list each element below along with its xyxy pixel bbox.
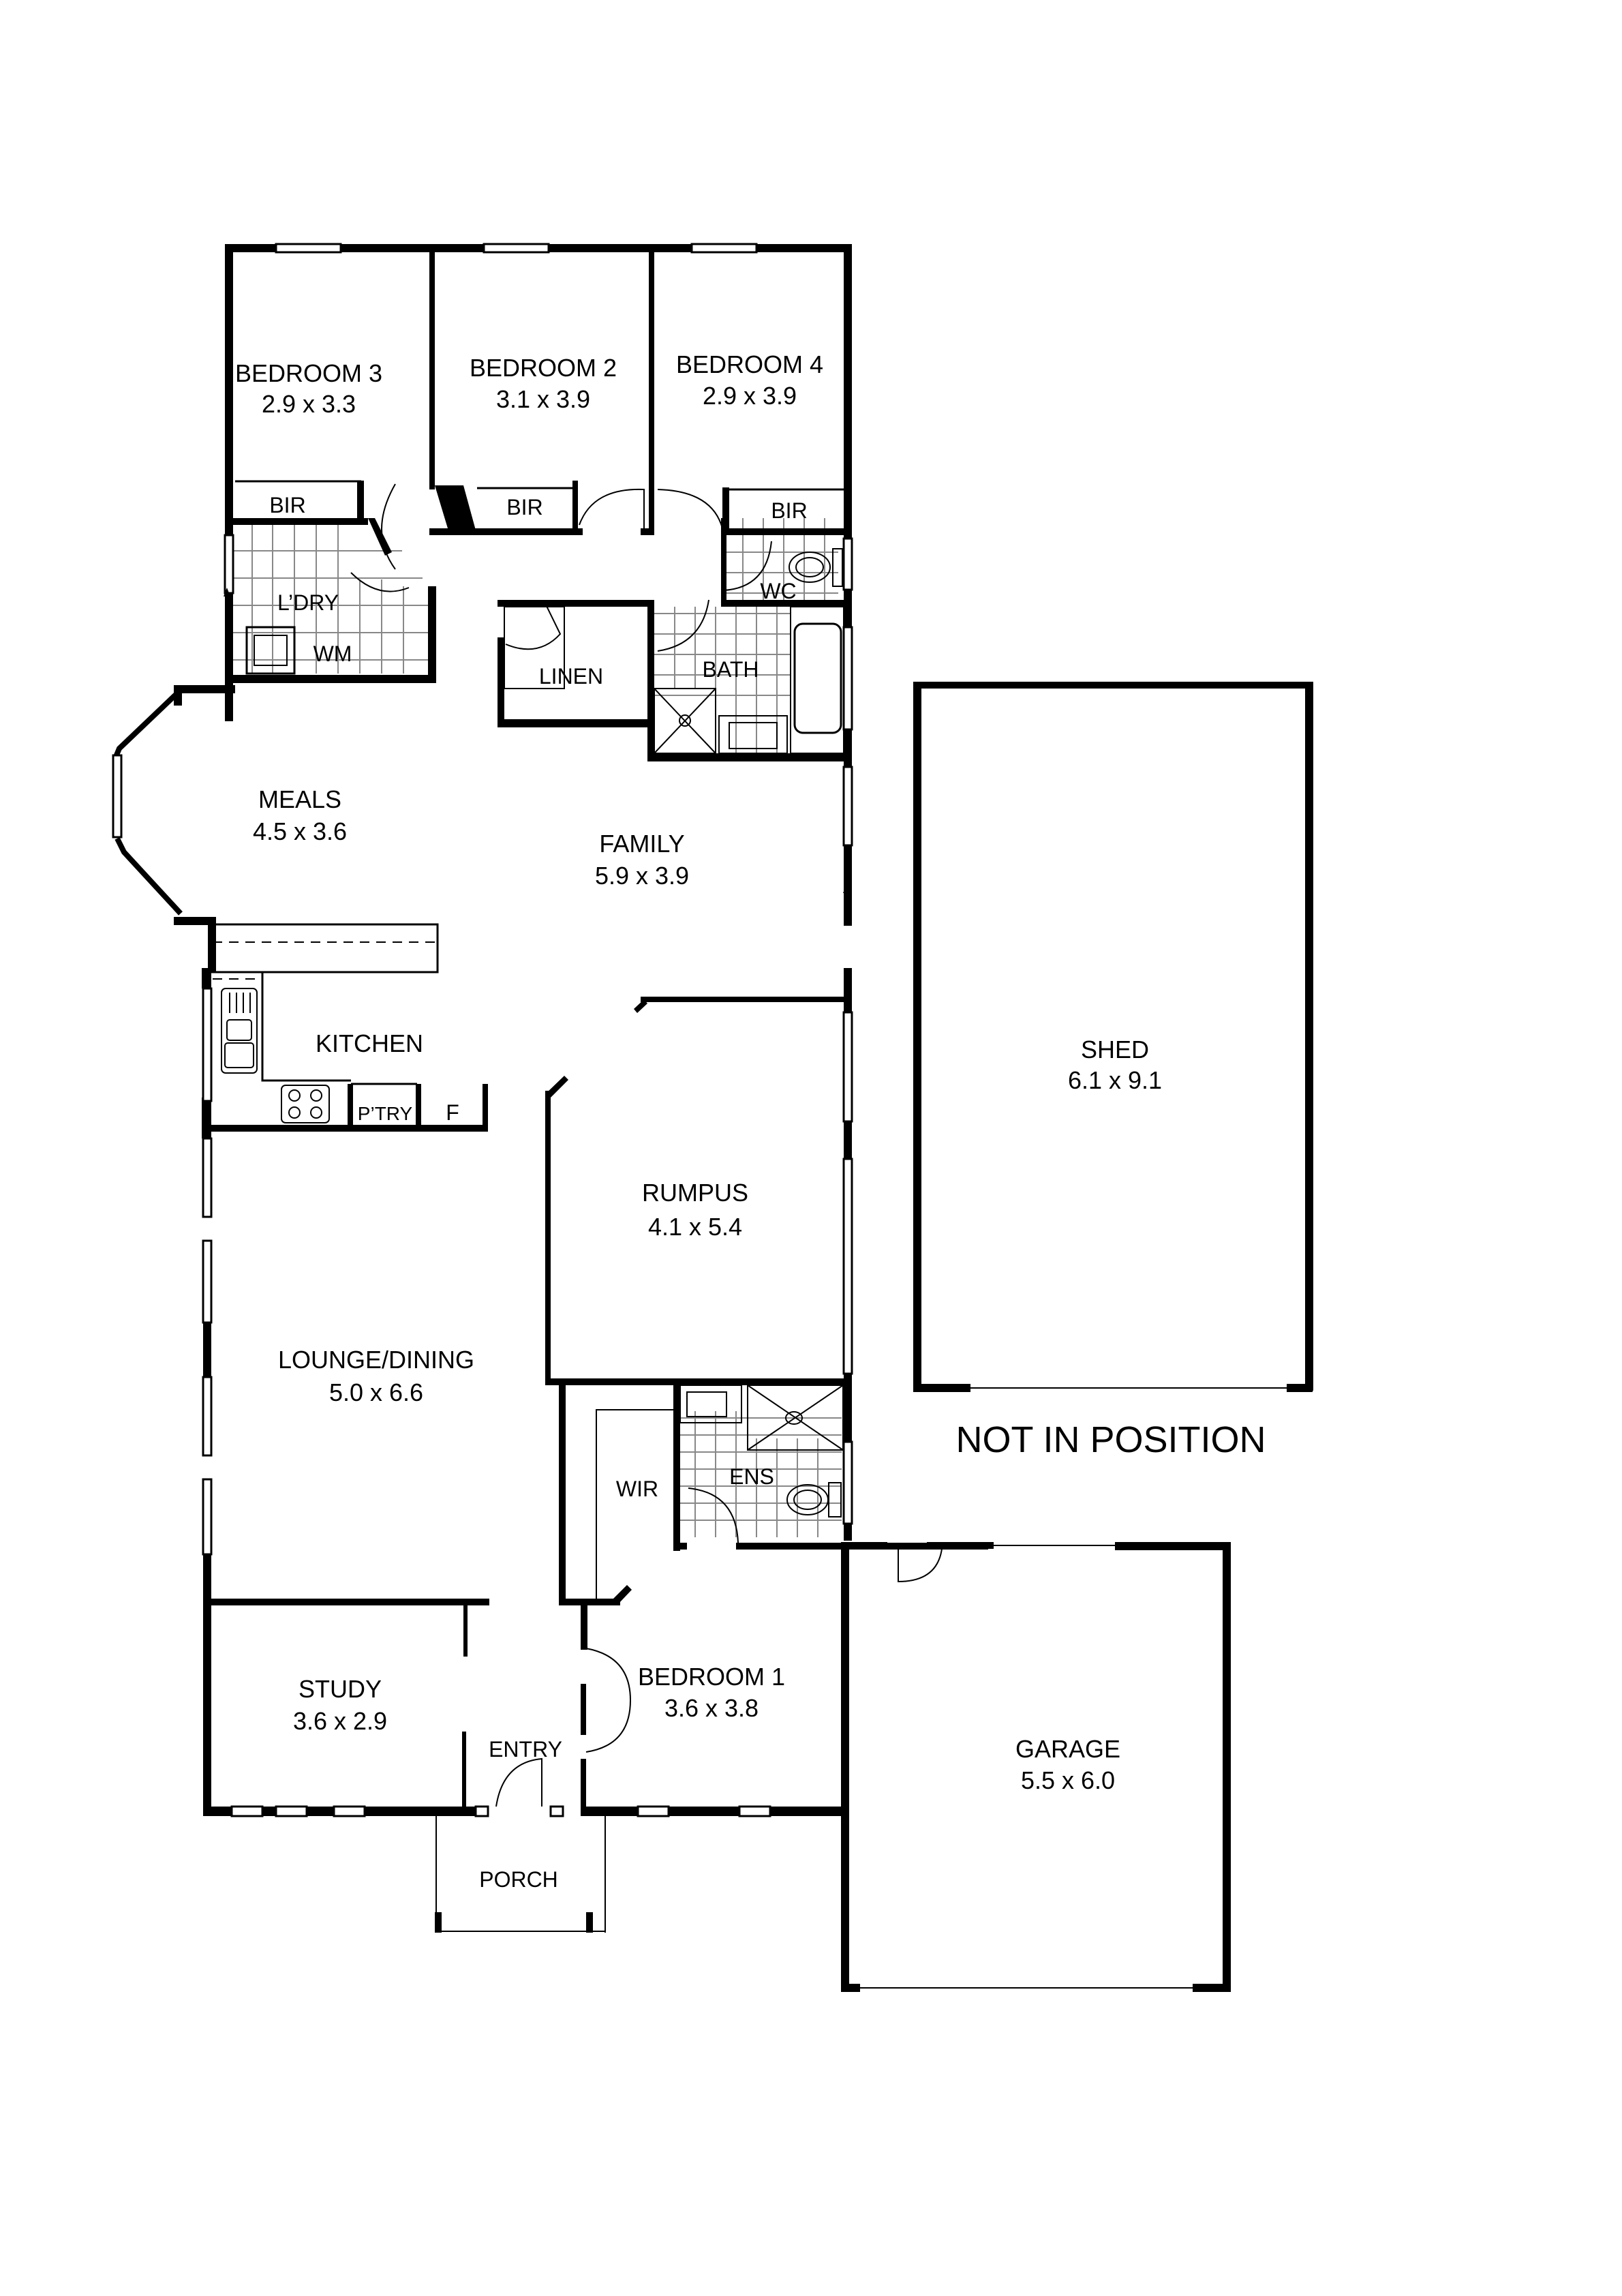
kitchen-bench xyxy=(210,923,439,973)
room-label-wc: WC xyxy=(760,579,796,603)
room-label-shed: SHED xyxy=(1081,1036,1149,1063)
room-label-bir2: BIR xyxy=(506,495,542,519)
room-label-kitchen: KITCHEN xyxy=(316,1029,423,1057)
room-label-bir4: BIR xyxy=(771,498,807,523)
room-label-study: STUDY xyxy=(299,1675,382,1703)
sink-icon xyxy=(221,988,258,1074)
room-label-family: FAMILY xyxy=(599,830,684,858)
shower-icon xyxy=(654,688,716,754)
room-size-lounge: 5.0 x 6.6 xyxy=(329,1378,423,1406)
walls xyxy=(174,244,1313,1992)
room-label-bath: BATH xyxy=(703,657,759,682)
room-label-wm: WM xyxy=(313,641,352,666)
room-label-meals: MEALS xyxy=(258,785,341,813)
room-size-family: 5.9 x 3.9 xyxy=(595,862,689,890)
room-size-meals: 4.5 x 3.6 xyxy=(253,817,347,845)
room-size-study: 3.6 x 2.9 xyxy=(293,1707,387,1735)
room-label-garage: GARAGE xyxy=(1015,1735,1120,1763)
room-label-laundry: L’DRY xyxy=(277,590,339,615)
room-label-bedroom3: BEDROOM 3 xyxy=(235,359,382,387)
room-label-lounge: LOUNGE/DINING xyxy=(278,1346,474,1374)
bath-tiles xyxy=(654,607,791,757)
room-label-linen: LINEN xyxy=(539,664,603,689)
room-label-wir: WIR xyxy=(616,1477,658,1501)
room-label-rumpus: RUMPUS xyxy=(642,1179,748,1207)
room-size-rumpus: 4.1 x 5.4 xyxy=(648,1213,742,1241)
ensuite-tiles xyxy=(677,1411,842,1537)
washing-machine-icon xyxy=(245,626,296,675)
cooktop-icon xyxy=(281,1085,330,1123)
room-label-bedroom2: BEDROOM 2 xyxy=(470,354,617,382)
ensuite-shower-icon xyxy=(747,1385,844,1451)
toilet-icon xyxy=(789,552,831,583)
room-size-shed: 6.1 x 9.1 xyxy=(1068,1066,1162,1094)
bathtub-icon xyxy=(793,622,842,734)
fixtures xyxy=(210,480,850,1599)
room-label-ens: ENS xyxy=(729,1464,774,1489)
doors xyxy=(350,483,943,1807)
room-size-bedroom4: 2.9 x 3.9 xyxy=(703,382,797,410)
room-size-bedroom2: 3.1 x 3.9 xyxy=(496,385,590,413)
room-label-pantry: P’TRY xyxy=(358,1103,413,1124)
room-label-bedroom1: BEDROOM 1 xyxy=(638,1663,785,1691)
room-label-bir3: BIR xyxy=(269,493,305,517)
room-label-porch: PORCH xyxy=(479,1867,558,1892)
room-label-fridge: F xyxy=(446,1100,459,1125)
room-labels: BEDROOM 3 2.9 x 3.3 BEDROOM 2 3.1 x 3.9 … xyxy=(235,350,1266,1892)
windows xyxy=(112,243,853,1817)
room-size-garage: 5.5 x 6.0 xyxy=(1021,1766,1115,1794)
room-label-entry: ENTRY xyxy=(489,1737,562,1762)
room-size-bedroom1: 3.6 x 3.8 xyxy=(664,1694,759,1722)
room-size-bedroom3: 2.9 x 3.3 xyxy=(262,390,356,418)
room-label-bedroom4: BEDROOM 4 xyxy=(676,350,823,378)
shed-position-note: NOT IN POSITION xyxy=(955,1419,1266,1460)
